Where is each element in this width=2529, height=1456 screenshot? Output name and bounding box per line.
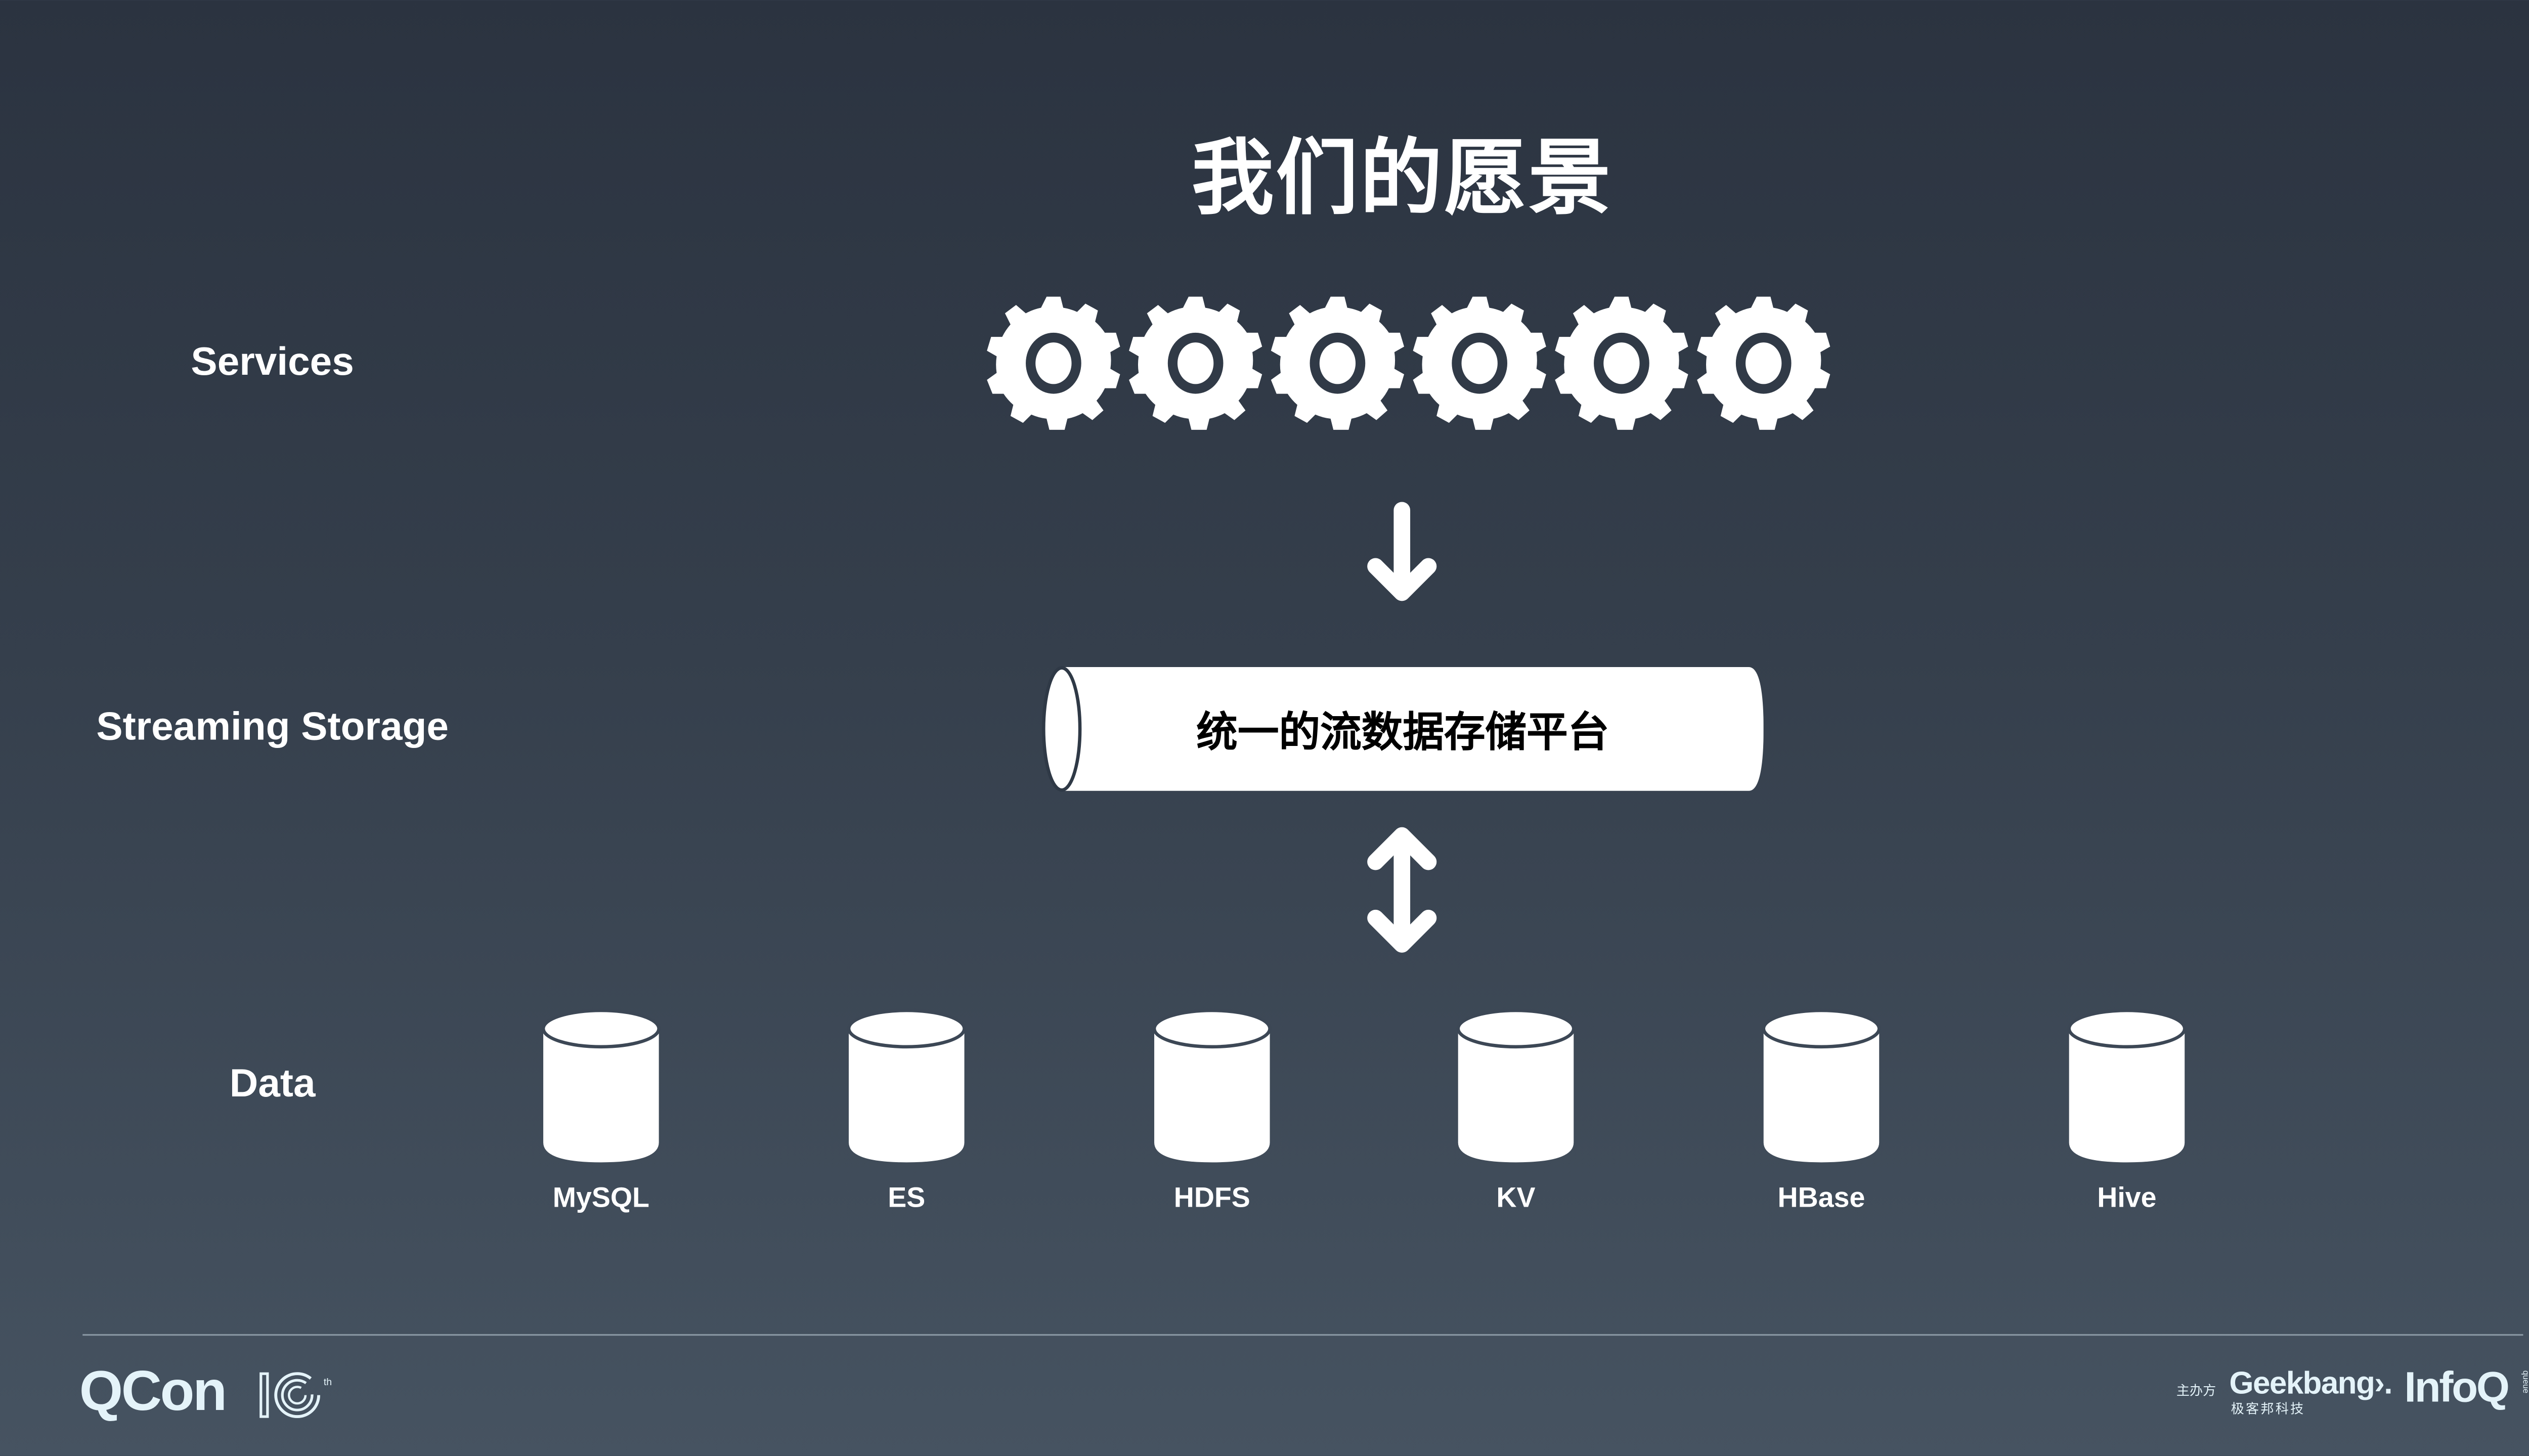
data-store-label: KV [1496,1182,1536,1214]
row-label-streaming-storage: Streaming Storage [96,705,449,750]
database-icon [2067,1007,2186,1165]
svg-text:th: th [324,1377,332,1388]
services-gear-row [984,294,1833,432]
database-icon [1762,1007,1881,1165]
geekbang-logo: Geekbang›. [2229,1367,2392,1402]
gear-icon [1555,296,1688,430]
infoq-logo: InfoQ [2404,1362,2510,1412]
data-store-label: Hive [2097,1182,2157,1214]
gear-icon [1129,296,1262,430]
geekbang-subtitle: 极客邦科技 [2231,1401,2305,1417]
row-label-services: Services [191,340,354,385]
gear-icon [1413,296,1546,430]
database-icon [1153,1007,1272,1165]
infoq-queue-suffix: queue [2519,1370,2529,1394]
arrow-up-down-icon [1367,827,1437,953]
sponsor-label: 主办方 [2176,1383,2216,1399]
slide-title: 我们的愿景 [1191,130,1612,227]
qcon-logo: QCon [79,1360,227,1424]
gear-icon [1697,296,1830,430]
footer-divider [82,1334,2523,1336]
gear-icon [987,296,1120,430]
database-icon [847,1007,966,1165]
data-store-label: HBase [1777,1182,1865,1214]
pipe-cylinder-icon [1042,666,1764,792]
database-icon [1456,1007,1575,1165]
data-store-label: MySQL [552,1182,649,1214]
gear-icon [1271,296,1405,430]
row-label-data: Data [229,1062,316,1107]
streaming-platform-label: 统一的流数据存储平台 [1196,707,1609,756]
database-icon [542,1007,661,1165]
data-store-label: HDFS [1173,1182,1250,1214]
arrow-down-icon [1367,502,1437,601]
qcon-10th-badge-icon: th [259,1372,332,1419]
data-store-label: ES [888,1182,926,1214]
